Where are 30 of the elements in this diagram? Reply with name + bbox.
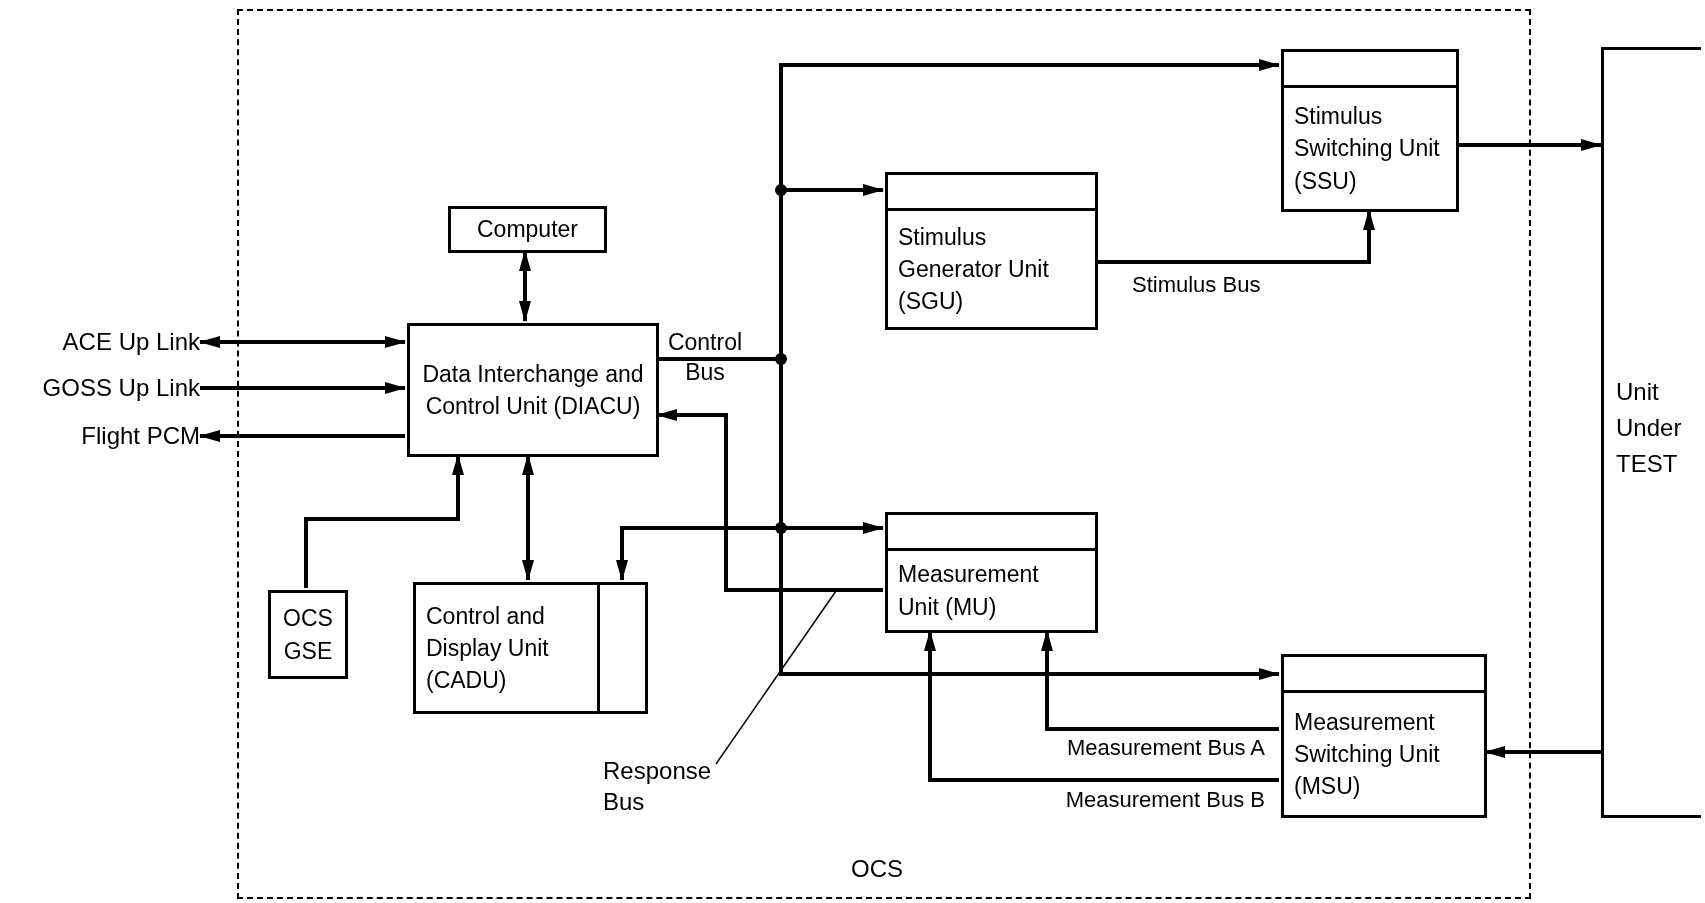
node-text: Unit Under TEST <box>1616 376 1683 479</box>
process-box <box>448 206 607 253</box>
node-text: Data Interchange and Control Unit (DIACU) <box>421 359 645 421</box>
signal-label: ACE Up Link <box>20 326 200 358</box>
process-box <box>885 172 1098 330</box>
arrow <box>199 430 405 442</box>
node-text: Computer <box>476 215 579 245</box>
process-box <box>1281 654 1487 818</box>
node-text: Measurement Unit (MU) <box>898 560 1040 622</box>
bus-label: Control Bus <box>666 328 744 387</box>
process-box <box>885 512 1098 633</box>
dashed-boundary <box>237 9 1531 899</box>
group-label: OCS <box>851 854 903 884</box>
process-box <box>268 590 348 679</box>
process-box <box>413 582 648 714</box>
leader-line <box>715 590 837 765</box>
arrow <box>1457 139 1602 151</box>
arrow <box>200 382 406 394</box>
process-box <box>407 323 659 457</box>
node-text: Control and Display Unit (CADU) <box>426 601 550 696</box>
signal-label: GOSS Up Link <box>0 372 200 404</box>
unit-bracket <box>1601 47 1701 818</box>
process-box <box>1281 49 1459 212</box>
node-text: Stimulus Switching Unit (SSU) <box>1294 102 1441 196</box>
signal-label: Flight PCM <box>20 420 200 452</box>
bus-label: Response Bus <box>603 750 718 822</box>
arrow <box>199 336 406 348</box>
node-text: OCS GSE <box>282 604 334 666</box>
node-text: Stimulus Generator Unit (SGU) <box>898 222 1050 317</box>
node-text: Measurement Switching Unit (MSU) <box>1294 707 1441 802</box>
